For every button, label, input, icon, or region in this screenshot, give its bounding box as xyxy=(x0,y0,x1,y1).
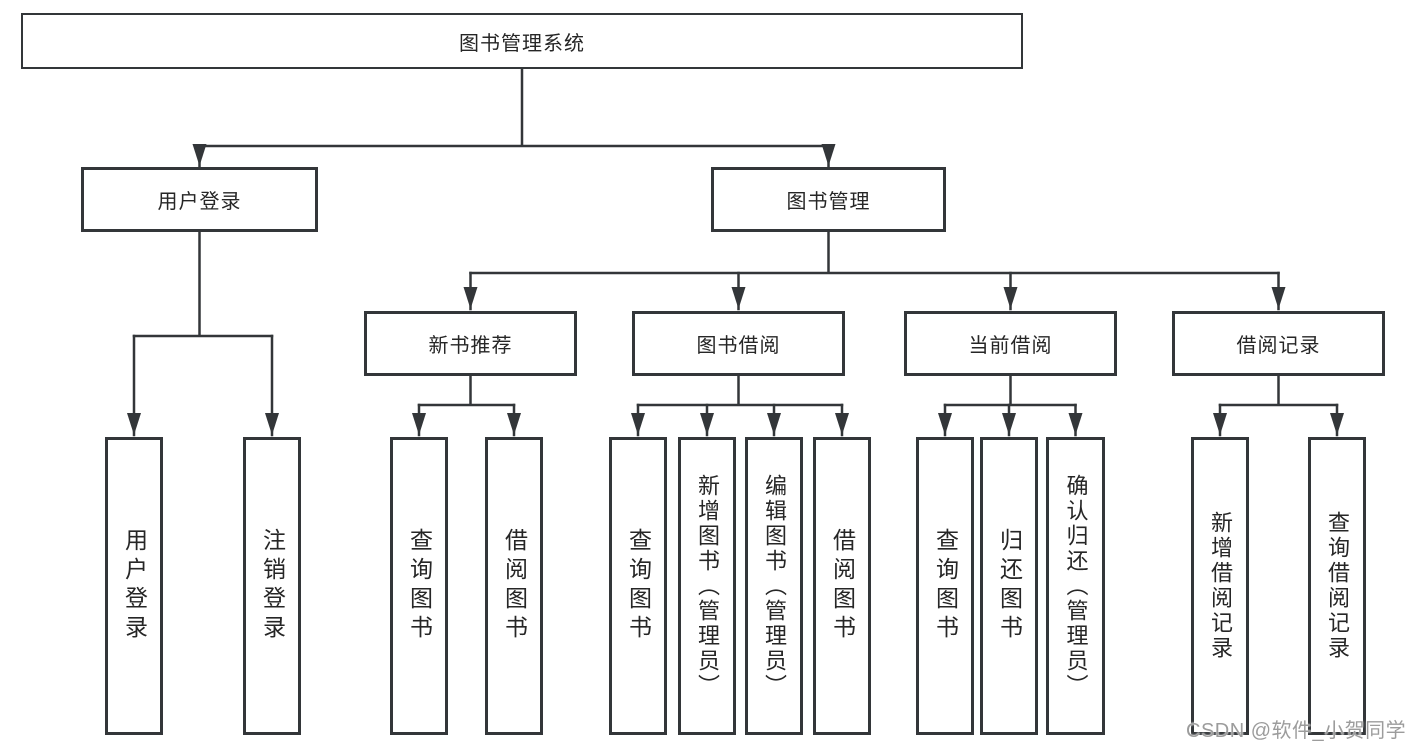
leaf-query-books-recommend: 查询图书 xyxy=(390,437,448,735)
leaf-label: 归还图书 xyxy=(996,528,1023,644)
leaf-label: 注销登录 xyxy=(259,528,286,644)
node-current-borrow: 当前借阅 xyxy=(904,311,1117,376)
node-book-management: 图书管理 xyxy=(711,167,946,232)
leaf-add-borrow-record: 新增借阅记录 xyxy=(1191,437,1249,735)
leaf-borrow-books: 借阅图书 xyxy=(813,437,871,735)
connector-root-elbow xyxy=(198,67,830,148)
node-new-book-recommend-label: 新书推荐 xyxy=(428,335,513,357)
csdn-watermark: CSDN @软件_小贺同学 xyxy=(1186,720,1405,742)
leaf-return-book: 归还图书 xyxy=(980,437,1038,735)
connector-current-borrow-elbow xyxy=(943,374,1077,407)
leaf-query-borrow-record: 查询借阅记录 xyxy=(1308,437,1366,735)
leaf-label: 查询图书 xyxy=(406,528,433,644)
connector-book-management-elbow xyxy=(469,230,1280,275)
leaf-label: 借阅图书 xyxy=(501,528,528,644)
node-user-login: 用户登录 xyxy=(81,167,318,232)
connector-borrow-records-elbow xyxy=(1218,374,1339,407)
node-root: 图书管理系统 xyxy=(21,13,1023,69)
leaf-confirm-return-admin: 确认归还（管理员） xyxy=(1046,437,1105,735)
node-book-borrow: 图书借阅 xyxy=(632,311,845,376)
leaf-query-books-borrow: 查询图书 xyxy=(609,437,667,735)
leaf-label: 查询图书 xyxy=(932,528,959,644)
leaf-label: 确认归还（管理员） xyxy=(1063,473,1089,699)
leaf-label: 借阅图书 xyxy=(829,528,856,644)
node-borrow-records-label: 借阅记录 xyxy=(1236,335,1321,357)
node-user-login-label: 用户登录 xyxy=(157,191,242,213)
connector-book-borrow-elbow xyxy=(636,374,844,407)
leaf-user-login: 用户登录 xyxy=(105,437,163,735)
leaf-label: 编辑图书（管理员） xyxy=(762,473,787,699)
leaf-label: 查询图书 xyxy=(625,528,652,644)
node-current-borrow-label: 当前借阅 xyxy=(968,335,1053,357)
node-new-book-recommend: 新书推荐 xyxy=(364,311,577,376)
leaf-label: 新增借阅记录 xyxy=(1208,511,1233,661)
leaf-borrow-books-recommend: 借阅图书 xyxy=(485,437,543,735)
leaf-label: 查询借阅记录 xyxy=(1325,511,1350,661)
node-book-management-label: 图书管理 xyxy=(786,191,871,213)
leaf-add-book-admin: 新增图书（管理员） xyxy=(678,437,736,735)
node-borrow-records: 借阅记录 xyxy=(1172,311,1385,376)
leaf-edit-book-admin: 编辑图书（管理员） xyxy=(745,437,803,735)
node-book-borrow-label: 图书借阅 xyxy=(696,335,781,357)
leaf-label: 用户登录 xyxy=(121,528,148,644)
connector-new-book-elbow xyxy=(417,374,516,407)
connector-user-login-elbow xyxy=(132,230,274,338)
node-root-label: 图书管理系统 xyxy=(459,32,585,55)
leaf-label: 新增图书（管理员） xyxy=(695,473,720,699)
leaf-query-books-current: 查询图书 xyxy=(916,437,974,735)
leaf-logout: 注销登录 xyxy=(243,437,301,735)
